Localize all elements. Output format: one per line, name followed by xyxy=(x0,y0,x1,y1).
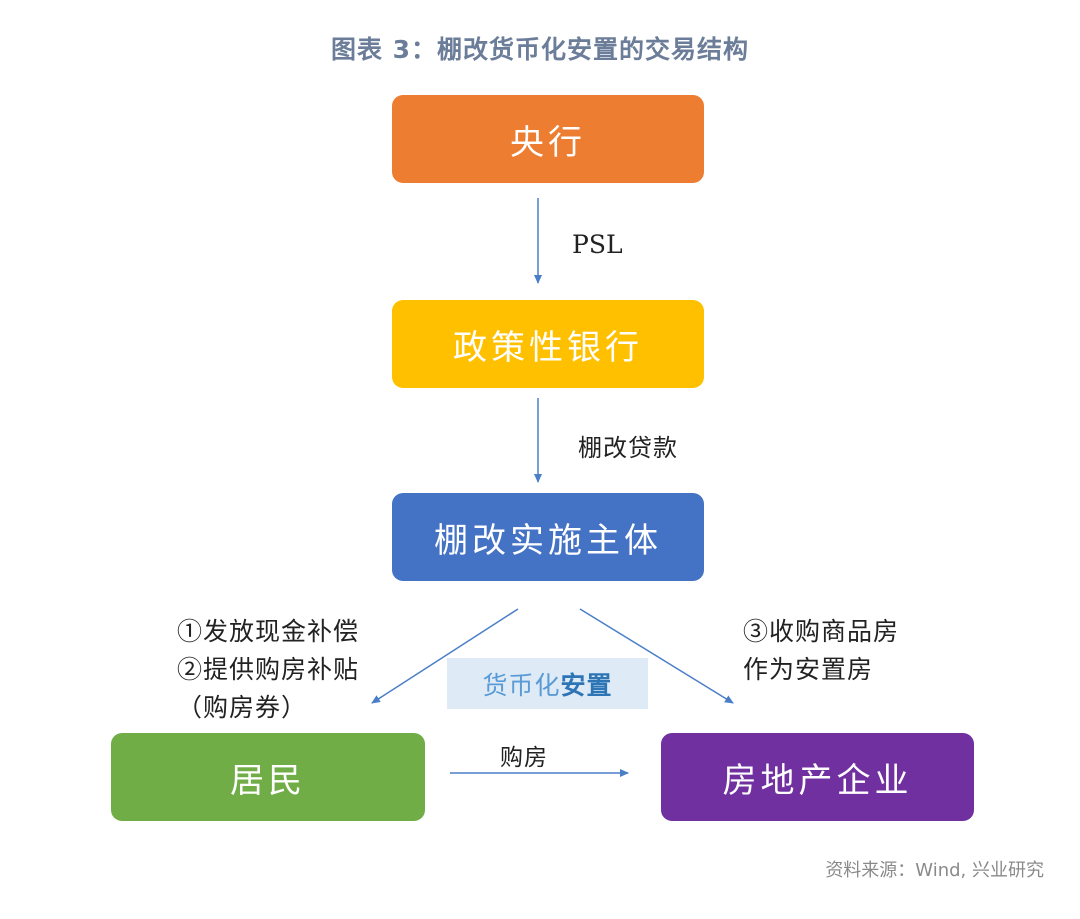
residents-label: 居民 xyxy=(230,760,306,801)
arrow-to-residents xyxy=(371,608,519,704)
loan-label: 棚改贷款 xyxy=(578,434,678,462)
purchase-housing-label: ③收购商品房 xyxy=(743,617,900,646)
entity-label: 棚改实施主体 xyxy=(434,520,662,561)
resettlement-housing-label: 作为安置房 xyxy=(743,655,874,684)
central-bank-label: 央行 xyxy=(510,122,586,163)
cash-compensation-label: ①发放现金补偿 xyxy=(177,617,360,646)
policy-bank-label: 政策性银行 xyxy=(453,327,643,368)
tag-part2: 安置 xyxy=(560,670,613,700)
entity-box: 棚改实施主体 xyxy=(392,493,704,581)
tag-part1: 货币化 xyxy=(482,670,561,700)
policy-bank-box: 政策性银行 xyxy=(392,300,704,388)
housing-subsidy-label: ②提供购房补贴 xyxy=(177,655,360,684)
residents-box: 居民 xyxy=(111,733,425,821)
buy-house-label: 购房 xyxy=(500,745,548,771)
psl-label: PSL xyxy=(572,230,623,259)
real-estate-label: 房地产企业 xyxy=(722,760,913,801)
monetized-resettlement-tag: 货币化安置 xyxy=(447,658,648,709)
figure-title: 图表 3：棚改货币化安置的交易结构 xyxy=(330,35,750,64)
arrow-to-real-estate xyxy=(579,608,734,704)
voucher-label: （购房券） xyxy=(177,693,308,722)
real-estate-box: 房地产企业 xyxy=(661,733,974,821)
central-bank-box: 央行 xyxy=(392,95,704,183)
source-note: 资料来源：Wind, 兴业研究 xyxy=(825,860,1044,881)
